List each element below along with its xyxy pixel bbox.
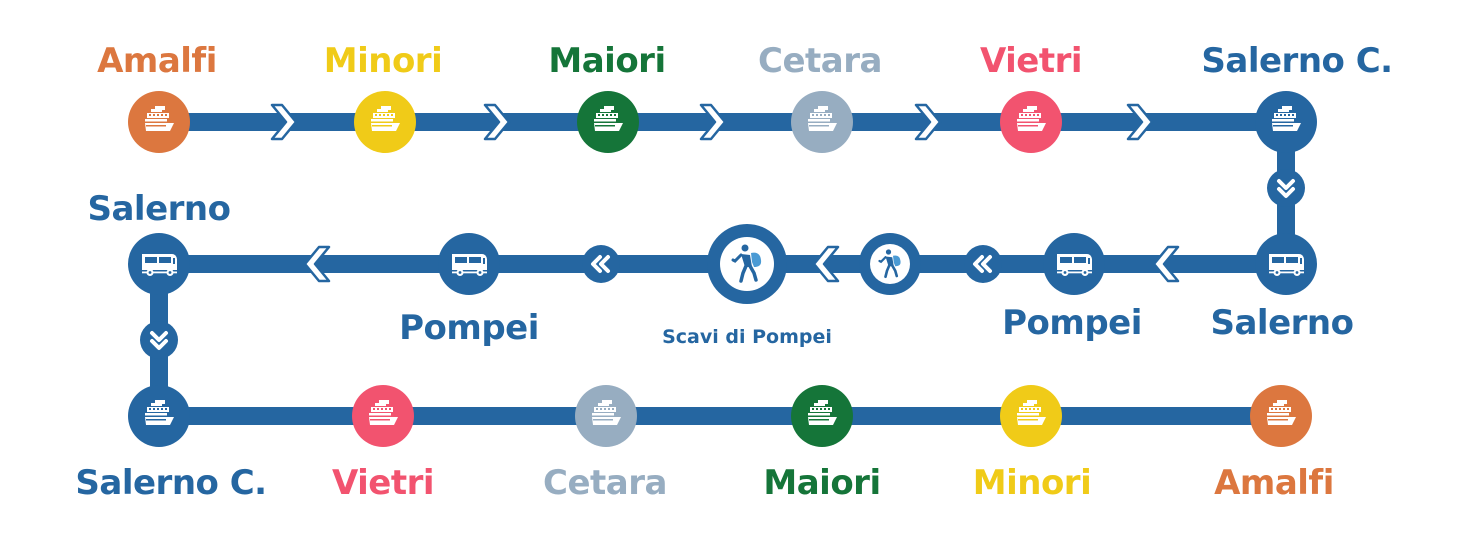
chevron-left-icon xyxy=(812,245,840,283)
double-chevron-down-icon xyxy=(140,321,178,359)
bus-icon xyxy=(142,254,177,276)
stop-marker xyxy=(1000,385,1062,447)
bus-icon xyxy=(1269,254,1304,276)
labels-top: Amalfi Minori Maiori Cetara Vietri Saler… xyxy=(97,41,1393,81)
stop-pompei xyxy=(1043,233,1105,295)
stop-pompei xyxy=(438,233,500,295)
stop-marker xyxy=(128,385,190,447)
stop-marker xyxy=(791,91,853,153)
stop-label-vietri: Vietri xyxy=(980,41,1082,81)
stop-salerno-c- xyxy=(128,385,190,447)
stop-minori xyxy=(354,91,416,153)
stop-vietri xyxy=(1000,91,1062,153)
stop-marker xyxy=(575,385,637,447)
stop-vietri xyxy=(352,385,414,447)
stop-label-salerno-left: Salerno xyxy=(88,189,231,229)
bus-icon xyxy=(1057,254,1092,276)
double-chevron-left-icon xyxy=(582,245,620,283)
chevron-right-icon xyxy=(914,103,942,141)
stop-salerno xyxy=(128,233,190,295)
stop-salerno-c- xyxy=(1255,91,1317,153)
stop-amalfi xyxy=(128,91,190,153)
stop-marker xyxy=(128,91,190,153)
stop-label-salerno-right: Salerno xyxy=(1211,303,1354,343)
labels-bottom: Salerno C. Vietri Cetara Maiori Minori A… xyxy=(75,463,1334,503)
stop-label-scavi-di-pompei: Scavi di Pompei xyxy=(662,326,832,348)
stop-marker xyxy=(1250,385,1312,447)
stop-label-salerno-c: Salerno C. xyxy=(1201,41,1392,81)
chevron-right-icon xyxy=(1126,103,1154,141)
stop-label-maiori-bottom: Maiori xyxy=(763,463,880,503)
route-line-bottom xyxy=(159,407,1286,425)
stop-amalfi xyxy=(1250,385,1312,447)
stop-label-minori: Minori xyxy=(324,41,442,81)
stop-minori xyxy=(1000,385,1062,447)
chevron-right-icon xyxy=(699,103,727,141)
stop-cetara xyxy=(575,385,637,447)
stop-maiori xyxy=(577,91,639,153)
chevron-left-icon xyxy=(1152,245,1180,283)
stop-label-vietri-bottom: Vietri xyxy=(332,463,434,503)
chevron-right-icon xyxy=(483,103,511,141)
stop-label-amalfi: Amalfi xyxy=(97,41,217,81)
double-chevron-down-icon xyxy=(1267,169,1305,207)
stop-marker xyxy=(354,91,416,153)
labels-middle: Salerno Pompei Scavi di Pompei Pompei Sa… xyxy=(88,189,1354,348)
stop-label-minori-bottom: Minori xyxy=(973,463,1091,503)
stop-label-salerno-c-bottom: Salerno C. xyxy=(75,463,266,503)
stops xyxy=(128,91,1317,447)
bus-icon xyxy=(452,254,487,276)
stop-marker xyxy=(1000,91,1062,153)
stop-label-pompei-left: Pompei xyxy=(399,308,539,348)
stop-marker xyxy=(791,385,853,447)
chevron-right-icon xyxy=(270,103,298,141)
stop-label-cetara-bottom: Cetara xyxy=(543,463,667,503)
double-chevron-left-icon xyxy=(964,245,1002,283)
stop-label-pompei-right: Pompei xyxy=(1002,303,1142,343)
stop-marker xyxy=(352,385,414,447)
stop-salerno xyxy=(1255,233,1317,295)
chevron-left-icon xyxy=(303,245,331,283)
direction-arrows xyxy=(140,103,1305,359)
stop-label-cetara: Cetara xyxy=(758,41,882,81)
stop-scavi-di-pompei xyxy=(707,224,787,304)
stop-marker xyxy=(577,91,639,153)
stop-cetara xyxy=(791,91,853,153)
stop-maiori xyxy=(791,385,853,447)
stop-label-amalfi-bottom: Amalfi xyxy=(1214,463,1334,503)
stop-marker xyxy=(1255,91,1317,153)
stop-scavi-entrance xyxy=(859,233,921,295)
stop-label-maiori: Maiori xyxy=(548,41,665,81)
